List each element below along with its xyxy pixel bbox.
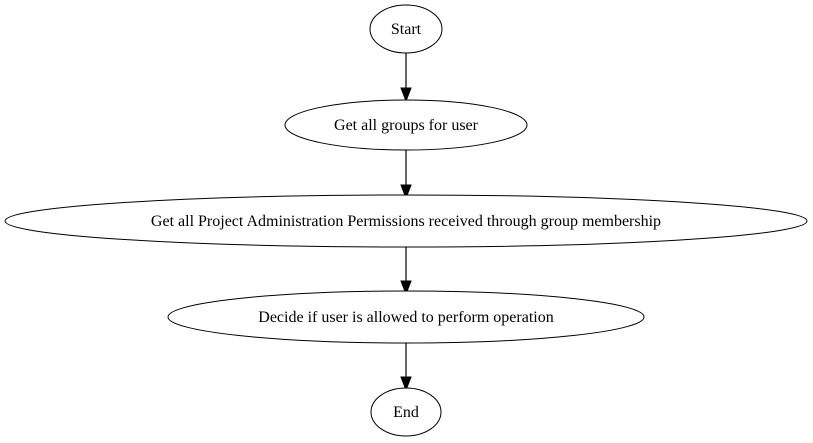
edge-decide-to-end [400,343,412,392]
node-get-groups-label: Get all groups for user [334,117,479,134]
edge-get-groups-to-get-permissions [400,150,412,200]
edge-get-permissions-to-decide [400,247,412,296]
node-start-label: Start [391,21,422,38]
edge-start-to-get-groups [400,53,412,103]
node-end: End [370,387,442,437]
node-decide-label: Decide if user is allowed to perform ope… [258,309,553,326]
arrowhead-icon [400,184,412,200]
arrowhead-icon [400,87,412,103]
node-end-label: End [393,404,419,421]
node-start: Start [369,4,443,54]
arrowhead-icon [400,376,412,392]
node-get-permissions-label: Get all Project Administration Permissio… [151,213,661,230]
node-get-groups: Get all groups for user [284,99,528,151]
node-get-permissions: Get all Project Administration Permissio… [4,194,808,248]
arrowhead-icon [400,280,412,296]
node-decide: Decide if user is allowed to perform ope… [167,290,645,344]
